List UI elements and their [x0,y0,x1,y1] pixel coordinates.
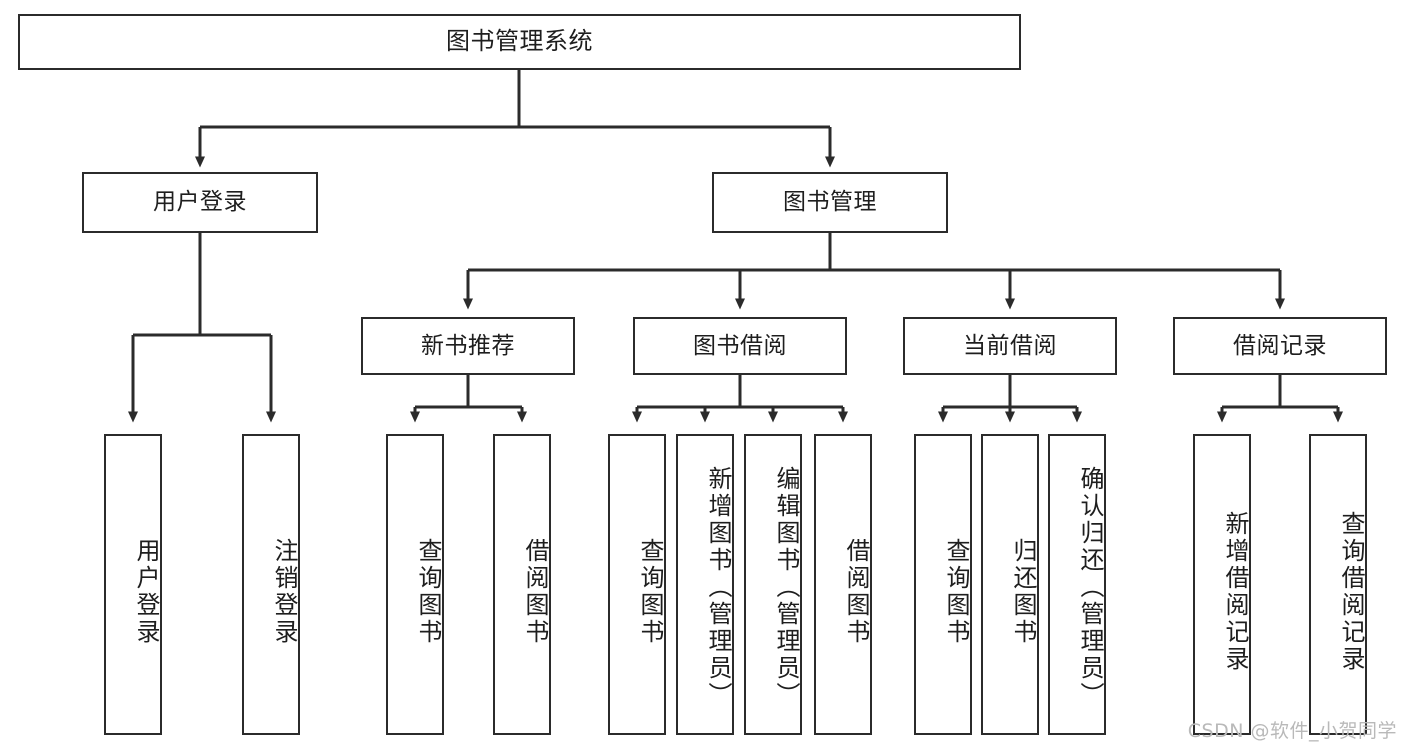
node-leaf-return-book[interactable]: 归还图书 [981,434,1039,735]
node-leaf-query-book-current[interactable]: 查询图书 [914,434,972,735]
node-leaf-logout-login[interactable]: 注销登录 [242,434,300,735]
node-leaf-confirm-return[interactable]: 确认归还（管理员） [1048,434,1106,735]
node-leaf-borrow-book-recommend[interactable]: 借阅图书 [493,434,551,735]
node-leaf-user-login[interactable]: 用户登录 [104,434,162,735]
node-current-borrow[interactable]: 当前借阅 [903,317,1117,375]
csdn-watermark: CSDN @软件_小贺同学 [1187,720,1397,742]
node-user-login[interactable]: 用户登录 [82,172,318,233]
node-root-book-management-system[interactable]: 图书管理系统 [18,14,1021,70]
node-leaf-borrow-book[interactable]: 借阅图书 [814,434,872,735]
node-book-management[interactable]: 图书管理 [712,172,948,233]
node-new-book-recommend[interactable]: 新书推荐 [361,317,575,375]
node-book-borrow[interactable]: 图书借阅 [633,317,847,375]
node-borrow-record[interactable]: 借阅记录 [1173,317,1387,375]
node-leaf-add-book[interactable]: 新增图书（管理员） [676,434,734,735]
node-leaf-query-book-recommend[interactable]: 查询图书 [386,434,444,735]
node-leaf-add-borrow-record[interactable]: 新增借阅记录 [1193,434,1251,735]
node-leaf-query-borrow-record[interactable]: 查询借阅记录 [1309,434,1367,735]
node-leaf-edit-book[interactable]: 编辑图书（管理员） [744,434,802,735]
node-leaf-query-book-borrow[interactable]: 查询图书 [608,434,666,735]
